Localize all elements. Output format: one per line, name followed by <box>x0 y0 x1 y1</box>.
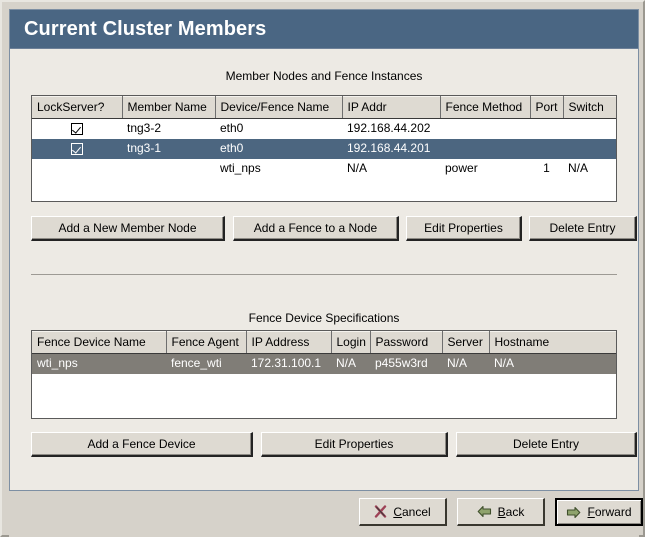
cell-member-name <box>122 159 215 179</box>
cell-device-fence-name: eth0 <box>220 141 244 155</box>
members-section-caption: Member Nodes and Fence Instances <box>225 69 423 83</box>
fence-devices-table[interactable]: Fence Device Name Fence Agent IP Address… <box>31 330 617 419</box>
cell-lockserver[interactable] <box>32 159 122 179</box>
assistant-panel: Current Cluster Members Member Nodes and… <box>9 9 639 491</box>
back-button-label: Back <box>498 505 525 519</box>
cell-ip-addr: N/A <box>347 161 368 175</box>
column-header-ip-addr[interactable]: IP Addr <box>342 96 441 119</box>
add-new-member-node-button[interactable]: Add a New Member Node <box>31 216 225 241</box>
cell-port <box>530 119 563 139</box>
column-header-device-fence-name[interactable]: Device/Fence Name <box>215 96 343 119</box>
delete-entry-member-label: Delete Entry <box>549 221 616 235</box>
edit-properties-member-label: Edit Properties <box>424 221 503 235</box>
cell-fence-agent: fence_wti <box>171 356 222 371</box>
edit-properties-fence-button[interactable]: Edit Properties <box>261 432 448 457</box>
cell-fence-device-name: wti_nps <box>37 356 78 371</box>
fence-devices-grid: Fence Device Name Fence Agent IP Address… <box>32 331 616 374</box>
table-row[interactable]: tng3-2 eth0 192.168.44.202 <box>32 118 616 139</box>
cell-ip-addr: 192.168.44.201 <box>347 141 431 155</box>
arrow-left-icon <box>477 505 492 518</box>
cell-lockserver[interactable] <box>32 119 122 139</box>
column-header-hostname[interactable]: Hostname <box>489 331 616 354</box>
panel-body: Member Nodes and Fence Instances <box>10 49 638 490</box>
cancel-mnemonic: C <box>393 504 402 519</box>
member-nodes-table[interactable]: LockServer? Member Name Device/Fence Nam… <box>31 95 617 202</box>
back-mnemonic: B <box>497 504 506 519</box>
table-header-row: Fence Device Name Fence Agent IP Address… <box>32 331 616 354</box>
column-header-password[interactable]: Password <box>370 331 443 354</box>
forward-label-rest: orward <box>594 505 632 519</box>
delete-entry-fence-label: Delete Entry <box>512 437 580 451</box>
cell-ip-address: 172.31.100.1 <box>251 356 322 371</box>
cell-member-name: tng3-1 <box>127 141 162 155</box>
column-header-lockserver[interactable]: LockServer? <box>32 96 123 119</box>
cancel-button-label: Cancel <box>393 505 430 519</box>
cell-lockserver[interactable] <box>32 139 122 159</box>
forward-button[interactable]: Forward <box>555 498 643 526</box>
member-nodes-grid: LockServer? Member Name Device/Fence Nam… <box>32 96 616 179</box>
forward-button-label: Forward <box>587 505 631 519</box>
titlebar: Current Cluster Members <box>10 10 638 49</box>
column-header-fence-method[interactable]: Fence Method <box>440 96 531 119</box>
cell-fence-method <box>440 139 530 159</box>
checkbox-checked-icon[interactable] <box>71 123 83 136</box>
add-fence-device-label: Add a Fence Device <box>87 437 196 451</box>
add-fence-device-button[interactable]: Add a Fence Device <box>31 432 253 457</box>
cell-port: 1 <box>543 161 550 175</box>
back-button[interactable]: Back <box>457 498 545 526</box>
cell-switch: N/A <box>568 161 589 175</box>
edit-properties-fence-label: Edit Properties <box>314 437 394 451</box>
column-header-port[interactable]: Port <box>530 96 564 119</box>
cell-switch <box>563 139 616 159</box>
column-header-server[interactable]: Server <box>442 331 490 354</box>
forward-mnemonic: F <box>587 505 595 519</box>
cancel-button[interactable]: Cancel <box>359 498 447 526</box>
cell-device-fence-name: eth0 <box>220 121 244 136</box>
cell-fence-method: power <box>445 161 478 175</box>
column-header-fence-agent[interactable]: Fence Agent <box>166 331 247 354</box>
navigation-bar: Cancel Back Forward <box>9 493 643 537</box>
edit-properties-member-button[interactable]: Edit Properties <box>406 216 522 241</box>
cell-fence-method <box>440 119 530 139</box>
add-fence-to-node-label: Add a Fence to a Node <box>253 221 378 235</box>
arrow-right-icon <box>566 506 581 519</box>
column-header-login[interactable]: Login <box>331 331 371 354</box>
cancel-x-icon <box>374 505 387 518</box>
cell-member-name: tng3-2 <box>127 121 162 136</box>
cell-port <box>530 139 563 159</box>
add-new-member-node-label: Add a New Member Node <box>58 221 197 235</box>
cell-server: N/A <box>447 356 468 371</box>
cell-login: N/A <box>336 356 357 371</box>
checkbox-checked-icon[interactable] <box>71 142 83 155</box>
column-header-switch[interactable]: Switch <box>563 96 616 119</box>
fence-section-caption: Fence Device Specifications <box>248 311 400 325</box>
delete-entry-member-button[interactable]: Delete Entry <box>529 216 637 241</box>
page-title: Current Cluster Members <box>24 18 267 40</box>
table-header-row: LockServer? Member Name Device/Fence Nam… <box>32 96 616 119</box>
back-label-rest: ack <box>505 504 525 519</box>
cell-hostname: N/A <box>494 356 515 371</box>
cell-password: p455w3rd <box>375 356 428 371</box>
table-row[interactable]: wti_nps fence_wti 172.31.100.1 N/A p455w… <box>32 353 616 374</box>
column-header-member-name[interactable]: Member Name <box>122 96 216 119</box>
column-header-fence-device-name[interactable]: Fence Device Name <box>32 331 167 354</box>
cell-switch <box>563 119 616 139</box>
section-divider <box>31 274 617 275</box>
cell-device-fence-name: wti_nps <box>220 161 261 175</box>
table-row[interactable]: tng3-1 eth0 192.168.44.201 <box>32 138 616 159</box>
table-row[interactable]: wti_nps N/A power 1 N/A <box>32 158 616 179</box>
cancel-label-rest: ancel <box>401 504 431 519</box>
column-header-ip-address[interactable]: IP Address <box>246 331 332 354</box>
add-fence-to-node-button[interactable]: Add a Fence to a Node <box>233 216 399 241</box>
cell-ip-addr: 192.168.44.202 <box>347 121 431 136</box>
delete-entry-fence-button[interactable]: Delete Entry <box>456 432 637 457</box>
